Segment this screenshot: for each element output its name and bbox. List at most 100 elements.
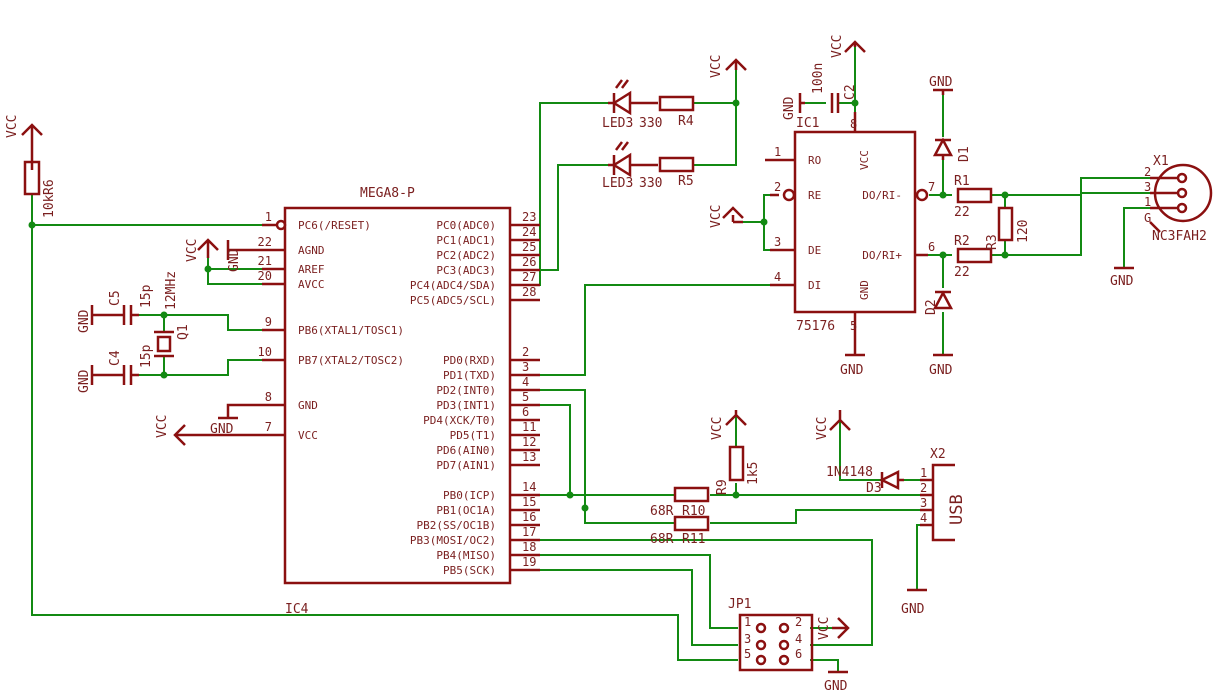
mcu-pin-name: VCC — [298, 429, 318, 442]
ic1-pin-number: 3 — [774, 235, 781, 249]
r1-value: 22 — [954, 205, 970, 220]
r3-value: 120 — [1016, 220, 1031, 243]
x2-body — [931, 463, 955, 542]
mcu-pin-number: 15 — [522, 495, 536, 509]
gnd-label: GND — [77, 309, 92, 333]
mcu-left-pins: 1PC6(/RESET)22AGND21AREF20AVCC9PB6(XTAL1… — [258, 210, 404, 442]
junction-dot — [566, 491, 574, 499]
mcu-pin-number: 13 — [522, 450, 536, 464]
gnd-label: GND — [840, 363, 864, 378]
vcc-label: VCC — [830, 35, 845, 58]
junction-dot — [732, 99, 740, 107]
d3-value: 1N4148 — [826, 465, 873, 480]
do-inverter-bubble — [915, 188, 929, 202]
x1-xlr-connector: X1 NC3FAH2 2 3 1 G — [1144, 154, 1213, 244]
mcu-pin-number: 21 — [258, 254, 272, 268]
x1-pin-lines — [1149, 176, 1178, 233]
vcc-label: VCC — [155, 415, 170, 438]
x1-pin-g: G — [1144, 211, 1151, 225]
c4-ref: C4 — [108, 350, 123, 366]
gnd-symbol — [933, 88, 953, 95]
r6-value: 10k — [42, 194, 57, 218]
gnd-label: GND — [1110, 274, 1134, 289]
c5-capacitor: C5 15p — [108, 284, 154, 325]
gnd-label: GND — [77, 369, 92, 393]
q1-value: 12MHz — [164, 271, 179, 310]
c2-capacitor: C2 100n — [811, 63, 858, 113]
mcu-pin-name: PD1(TXD) — [443, 369, 496, 382]
c4-value: 15p — [139, 344, 154, 368]
r2-resistor: R2 22 — [954, 234, 993, 280]
gnd-label: GND — [929, 75, 953, 90]
vcc-label: VCC — [709, 205, 724, 228]
jp1-pin — [778, 639, 790, 651]
jp1-pin — [755, 639, 767, 651]
mcu-pin-name: PB6(XTAL1/TOSC1) — [298, 324, 404, 337]
vcc-symbol — [725, 410, 747, 426]
r11-body — [673, 515, 710, 532]
jp1-pin-3: 3 — [744, 632, 751, 646]
r2-value: 22 — [954, 265, 970, 280]
re-inverter-bubble — [782, 188, 796, 202]
mcu-pin-name: AVCC — [298, 278, 325, 291]
c2-ref: C2 — [843, 84, 858, 100]
wire-reset — [31, 193, 679, 618]
jp1-ref: JP1 — [728, 597, 751, 612]
r10-value: 68R — [650, 504, 674, 519]
x1-value: NC3FAH2 — [1152, 229, 1207, 244]
ic1-type: 75176 — [796, 319, 835, 334]
r11-value: 68R — [650, 532, 674, 547]
led1-symbol — [608, 79, 658, 116]
mcu-pin-number: 5 — [522, 390, 529, 404]
ic1-ref: IC1 — [796, 116, 819, 131]
x2-pin-2: 2 — [920, 481, 927, 495]
vcc-symbol — [722, 206, 744, 224]
ic1-pin-number: 1 — [774, 145, 781, 159]
gnd-label: GND — [782, 96, 797, 120]
led1-ref: LED3 — [602, 116, 633, 131]
jp1-pin — [778, 654, 790, 666]
junction-dot — [1001, 251, 1009, 259]
d1-symbol — [932, 137, 954, 160]
x1-pin-3: 3 — [1144, 180, 1151, 194]
d1-ref: D1 — [957, 146, 972, 162]
reset-inverter-bubble — [275, 219, 287, 231]
mcu-pin-name: PD7(AIN1) — [436, 459, 496, 472]
r4-ref: R4 — [678, 114, 694, 129]
ic1-pin-number: 2 — [774, 180, 781, 194]
r3-resistor: R3 120 — [985, 206, 1031, 250]
jp1-pin-6: 6 — [795, 647, 802, 661]
mcu-pin-number: 7 — [265, 420, 272, 434]
c2-symbol — [830, 93, 840, 113]
x2-pin-3: 3 — [920, 496, 927, 510]
junction-dot — [851, 99, 859, 107]
gnd-label: GND — [210, 422, 234, 437]
led-indicator-1: LED3 330 — [602, 79, 662, 131]
junction-dot — [760, 218, 768, 226]
wire-r5-vcc — [693, 103, 737, 166]
mcu-pin-name: PD6(AIN0) — [436, 444, 496, 457]
mcu-pin-name: PB2(SS/OC1B) — [417, 519, 496, 532]
mcu-pin-number: 26 — [522, 255, 536, 269]
wire-isp-gnd — [810, 659, 839, 672]
x1-pin-1: 1 — [1144, 195, 1151, 209]
mcu-pin-number: 14 — [522, 480, 536, 494]
jp1-pin-5: 5 — [744, 647, 751, 661]
ic1-pin-lines — [765, 112, 928, 332]
ic1-pin-name: RO — [808, 154, 821, 167]
mcu-pin-number: 3 — [522, 360, 529, 374]
mcu-pin-number: 28 — [522, 285, 536, 299]
mcu-pin-name: GND — [298, 399, 318, 412]
ic1-pin-number: 8 — [850, 117, 857, 131]
mcu-pin-number: 27 — [522, 270, 536, 284]
mcu-pin-number: 20 — [258, 269, 272, 283]
junction-dot — [939, 251, 947, 259]
jp1-pin — [755, 622, 767, 634]
wire-r10 — [710, 483, 920, 496]
ic1-pin-name: DI — [808, 279, 821, 292]
mcu-pin-name: PD0(RXD) — [443, 354, 496, 367]
mcu-pin-number: 17 — [522, 525, 536, 539]
mcu-pin-name: PD3(INT1) — [436, 399, 496, 412]
